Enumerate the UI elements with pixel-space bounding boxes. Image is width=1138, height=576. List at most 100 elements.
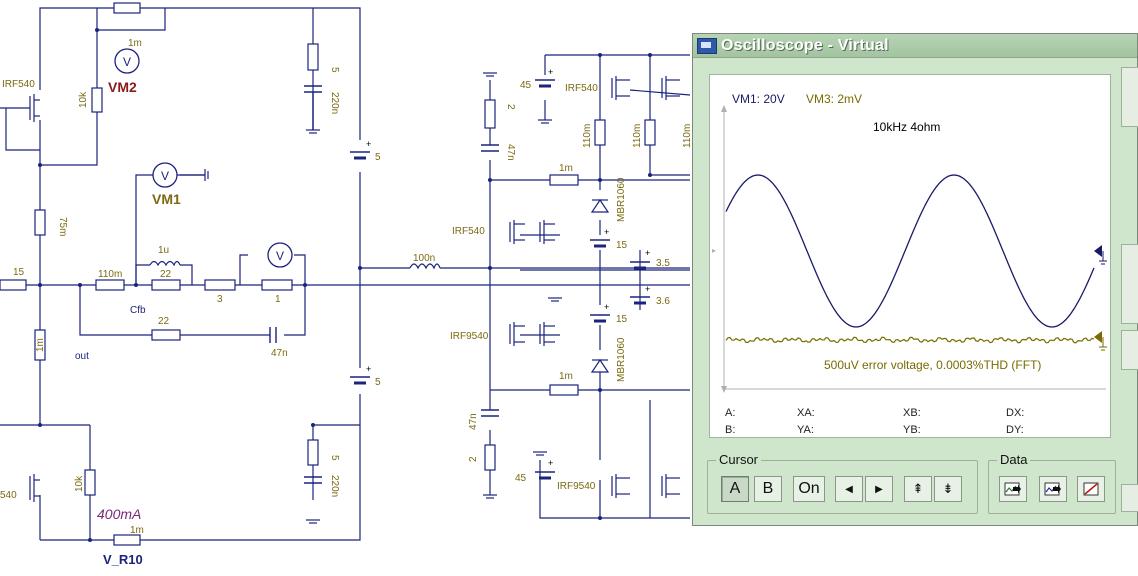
plot-annotation: 500uV error voltage, 0.0003%THD (FFT) (824, 358, 1041, 372)
label-r-110m-c: 110m (682, 124, 693, 148)
readout-xb: XB: (903, 407, 921, 419)
label-r-1m-bot: 1m (130, 525, 144, 536)
cursor-a-button[interactable]: A (721, 476, 749, 502)
data-group-title: Data (997, 452, 1031, 467)
window-title: Oscilloscope - Virtual (721, 36, 889, 54)
readout-b: B: (725, 424, 736, 436)
junction-dots (38, 28, 652, 542)
label-r-22-a: 22 (160, 269, 172, 280)
data-import-button[interactable] (999, 476, 1027, 502)
label-c-220n-top: 220n (329, 92, 340, 114)
scope-screen[interactable]: ▸ VM1: 20V VM3: 2mV 10kHz 4ohm 500uV err… (710, 75, 1110, 437)
scope-labels: VM1: 20V VM3: 2mV 10kHz 4ohm 500uV error… (732, 92, 1041, 372)
oscilloscope-window[interactable]: Oscilloscope - Virtual ▸ VM1: 20V VM3: 2… (692, 33, 1138, 526)
label-r-75m: 75m (57, 217, 68, 236)
svg-text:+: + (645, 284, 650, 294)
label-r-2-bot: 2 (468, 456, 479, 462)
cursor-b-button[interactable]: B (754, 476, 782, 502)
label-mbr-bot: MBR1060 (616, 337, 627, 382)
readout-dy: DY: (1006, 424, 1024, 436)
svg-text:V: V (276, 249, 284, 263)
cursor-on-button[interactable]: On (793, 476, 825, 502)
schematic-labels: IRF540 VM2 1m 10k 5 220n 5 VM1 75m 1u 22… (0, 38, 693, 567)
svg-text:+: + (548, 458, 553, 468)
svg-text:V: V (123, 55, 131, 69)
data-export-button[interactable] (1039, 476, 1067, 502)
svg-text:+: + (604, 227, 609, 237)
inductors (149, 260, 441, 270)
label-bat-3-6: 3.6 (656, 296, 670, 307)
label-c-47n-top: 47n (505, 144, 516, 161)
vm1-level-marker[interactable] (1094, 245, 1102, 257)
label-bat-45-top: 45 (520, 80, 532, 91)
label-current: 400mA (97, 506, 141, 522)
label-bat-15-bot: 15 (616, 314, 628, 325)
cursor-group-title: Cursor (716, 452, 762, 467)
cursor-group: Cursor A B On ◀ ▶ ⇞ ⇟ (707, 452, 978, 514)
cursor-up-button[interactable]: ⇞ (904, 476, 932, 502)
battery-plus-signs: +++ +++ ++ (366, 67, 650, 468)
voltmeter-glyphs: V V V (123, 55, 284, 263)
label-bat-3-5: 3.5 (656, 258, 670, 269)
label-r-2-top: 2 (505, 104, 516, 110)
readout-yb: YB: (903, 424, 921, 436)
channel-label-vm1: VM1: 20V (732, 92, 785, 106)
vm1-ground-marker (1099, 251, 1107, 265)
label-v-r10: V_R10 (103, 552, 143, 567)
label-r-1m-mid: 1m (35, 338, 46, 352)
label-bat-45-bot: 45 (515, 473, 527, 484)
cursor-right-button[interactable]: ▶ (865, 476, 893, 502)
oscilloscope-app-icon (697, 37, 717, 54)
scope-display[interactable]: ▸ VM1: 20V VM3: 2mV 10kHz 4ohm 500uV err… (709, 74, 1111, 438)
side-control-bottom[interactable] (1121, 484, 1138, 512)
label-c-47n: 47n (271, 348, 288, 359)
label-cfb: Cfb (130, 305, 146, 316)
cursor-left-button[interactable]: ◀ (835, 476, 863, 502)
label-c-220n-bot: 220n (329, 475, 340, 497)
voltmeters (114, 48, 293, 268)
channel-label-vm3: VM3: 2mV (806, 92, 862, 106)
label-bat-5-bottom: 5 (375, 377, 381, 388)
label-irf540-top-mid: IRF540 (565, 83, 598, 94)
svg-text:+: + (645, 248, 650, 258)
window-titlebar[interactable]: Oscilloscope - Virtual (693, 34, 1137, 58)
label-irf540-top-left: IRF540 (2, 79, 35, 90)
scope-plot-axes (723, 111, 1106, 390)
y-axis-top-arrow (721, 105, 727, 112)
label-ind-100n: 100n (413, 253, 435, 264)
diodes (590, 198, 610, 373)
label-mbr-top: MBR1060 (616, 177, 627, 222)
label-irf9540-mid: IRF9540 (450, 331, 489, 342)
side-control-mid[interactable] (1121, 244, 1138, 324)
label-r-10k-bot: 10k (74, 475, 85, 492)
vm3-level-marker[interactable] (1094, 331, 1102, 343)
label-r-5-top: 5 (329, 67, 340, 73)
label-irf540-mid: IRF540 (452, 226, 485, 237)
label-vm1: VM1 (152, 191, 181, 207)
data-import-icon (1004, 482, 1021, 496)
cursor-down-button[interactable]: ⇟ (934, 476, 962, 502)
label-irf9540-bot: IRF9540 (557, 481, 596, 492)
label-r-15: 15 (13, 267, 25, 278)
label-out: out (75, 351, 89, 362)
y-axis-mid-tick: ▸ (712, 246, 716, 255)
data-clear-button[interactable] (1077, 476, 1105, 502)
side-control-lower[interactable] (1121, 330, 1138, 370)
side-control-top[interactable] (1121, 67, 1138, 127)
label-r-1: 1 (275, 294, 281, 305)
plot-title: 10kHz 4ohm (873, 120, 940, 134)
svg-text:V: V (161, 169, 169, 183)
svg-text:+: + (548, 67, 553, 77)
label-r-110m-b: 110m (632, 124, 643, 148)
label-r-1m-right-bot: 1m (559, 371, 573, 382)
label-r-5-bot: 5 (329, 455, 340, 461)
label-bat-5-top: 5 (375, 152, 381, 163)
label-bat-15-top: 15 (616, 240, 628, 251)
data-clear-icon (1083, 482, 1099, 496)
label-ind-1u: 1u (158, 245, 169, 256)
label-r-3: 3 (217, 294, 223, 305)
data-group: Data (988, 452, 1116, 514)
label-irf540-bot-left: 540 (0, 490, 17, 501)
mosfets (29, 76, 680, 502)
